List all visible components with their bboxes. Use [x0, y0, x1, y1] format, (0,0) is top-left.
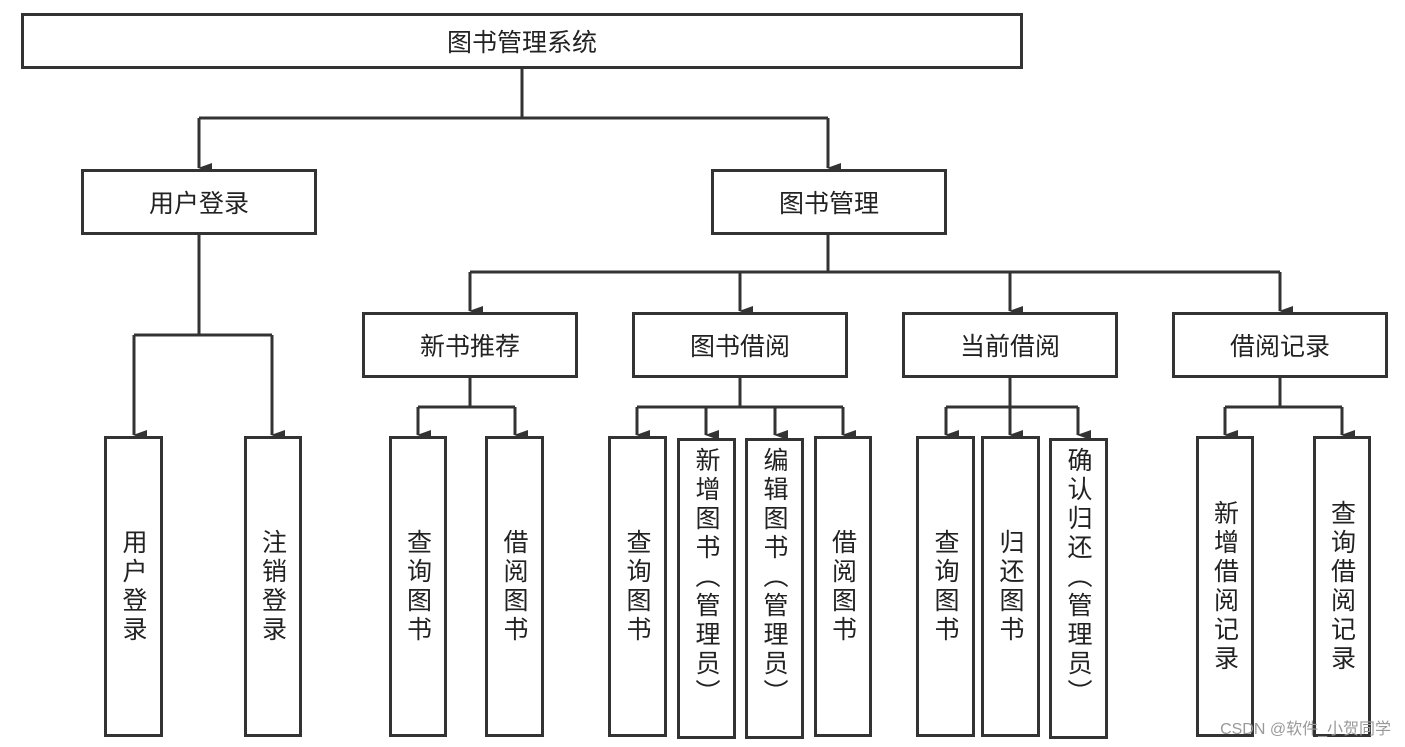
node-book-management: 图书管理 [711, 169, 947, 235]
leaf-label: 查询图书 [623, 528, 652, 645]
leaf-label: 查询图书 [403, 528, 433, 645]
connector-book-mgmt [470, 234, 1280, 274]
connector-new-book [418, 377, 515, 409]
node-book-borrow: 图书借阅 [632, 312, 848, 378]
leaf-label: 注销登录 [258, 528, 288, 645]
leaf-return-book: 归还图书 [981, 436, 1040, 737]
root-node: 图书管理系统 [21, 13, 1023, 69]
leaf-query-borrow-record: 查询借阅记录 [1313, 436, 1371, 737]
leaf-confirm-return-admin: 确认归还（管理员） [1049, 438, 1108, 739]
node-new-book-recommend: 新书推荐 [362, 312, 578, 378]
leaf-query-book: 查询图书 [608, 436, 667, 737]
leaf-label: 借阅图书 [500, 528, 529, 645]
leaf-label: 归还图书 [996, 528, 1025, 645]
leaf-borrow-book: 借阅图书 [814, 436, 872, 737]
leaf-label: 查询借阅记录 [1327, 499, 1357, 674]
node-user-login: 用户登录 [81, 169, 317, 235]
connector-user-login [134, 234, 272, 337]
leaf-label: 借阅图书 [828, 528, 858, 645]
leaf-logout: 注销登录 [244, 436, 302, 737]
node-borrow-record: 借阅记录 [1172, 312, 1388, 378]
leaf-label: 查询图书 [931, 528, 960, 645]
leaf-user-login: 用户登录 [104, 436, 163, 737]
watermark: CSDN @软件_小贺同学 [1220, 721, 1391, 738]
leaf-label: 用户登录 [119, 528, 148, 645]
leaf-label: 编辑图书（管理员） [760, 447, 789, 708]
leaf-edit-book-admin: 编辑图书（管理员） [745, 438, 804, 739]
connector-current [946, 377, 1078, 409]
connector-record [1225, 377, 1342, 409]
connector-root [199, 68, 828, 120]
leaf-query-book: 查询图书 [916, 436, 975, 737]
leaf-borrow-book: 借阅图书 [485, 436, 544, 737]
leaf-add-borrow-record: 新增借阅记录 [1196, 436, 1254, 737]
leaf-label: 确认归还（管理员） [1064, 447, 1093, 708]
leaf-add-book-admin: 新增图书（管理员） [677, 438, 736, 739]
node-current-borrow: 当前借阅 [902, 312, 1118, 378]
leaf-label: 新增借阅记录 [1210, 499, 1240, 674]
leaf-query-book: 查询图书 [389, 436, 447, 737]
connector-borrow [637, 377, 843, 409]
leaf-label: 新增图书（管理员） [692, 447, 721, 708]
